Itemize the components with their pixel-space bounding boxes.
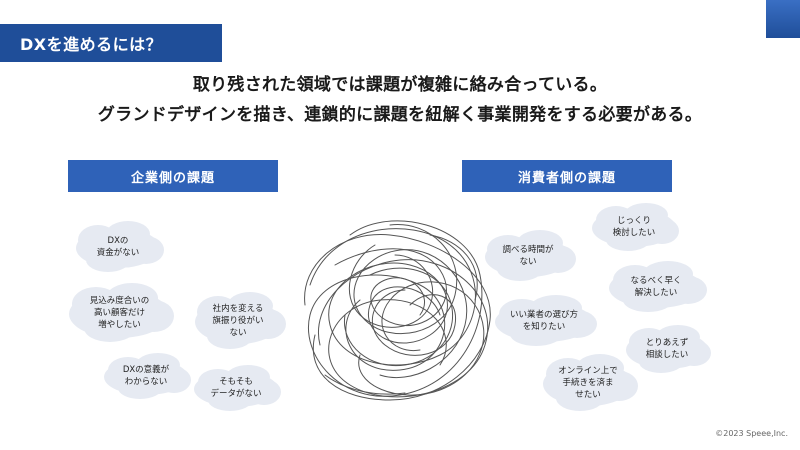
tangled-lines-illustration [304, 220, 491, 401]
cloud-text: DXの意義が わからない [122, 365, 170, 387]
cloud-text: じっくり 検討したい [612, 216, 656, 238]
cloud-text: 見込み度合いの 高い顧客だけ 増やしたい [89, 296, 150, 330]
cloud-no-time: 調べる時間が ない [478, 228, 578, 284]
cloud-choose-vendor: いい業者の選び方 を知りたい [488, 292, 600, 350]
copyright-notice: ©2023 Speee,Inc. [715, 429, 788, 438]
cloud-just-consult: とりあえず 相談したい [620, 322, 714, 376]
slide-title: DXを進めるには？ [0, 24, 222, 62]
cloud-no-data: そもそも データがない [188, 362, 284, 414]
cloud-text: オンライン上で 手続きを済ま せたい [558, 366, 618, 400]
corner-accent [766, 0, 800, 38]
cloud-no-funds: DXの 資金がない [68, 218, 168, 276]
company-issues-header: 企業側の課題 [68, 160, 278, 192]
headline-line-1: 取り残された領域では課題が複雑に絡み合っている。 [192, 75, 608, 95]
cloud-text: 社内を変える 旗振り役がい ない [212, 304, 264, 338]
cloud-careful-review: じっくり 検討したい [586, 200, 682, 254]
consumer-issues-header: 消費者側の課題 [462, 160, 672, 192]
cloud-no-leader: 社内を変える 旗振り役がい ない [188, 290, 288, 352]
cloud-high-prospect: 見込み度合いの 高い顧客だけ 増やしたい [62, 280, 177, 346]
cloud-text: とりあえず 相談したい [645, 338, 689, 360]
cloud-text: そもそも データがない [210, 377, 262, 399]
cloud-text: DXの 資金がない [96, 236, 140, 258]
cloud-text: いい業者の選び方 を知りたい [509, 310, 578, 332]
cloud-online-procedure: オンライン上で 手続きを済ま せたい [536, 352, 640, 414]
cloud-text: なるべく早く 解決したい [630, 276, 682, 298]
headline-line-2: グランドデザインを描き、連鎖的に課題を紐解く事業開発をする必要がある。 [97, 105, 703, 125]
cloud-dx-meaning: DXの意義が わからない [98, 350, 194, 402]
cloud-text: 調べる時間が ない [502, 245, 554, 267]
cloud-quick-solve: なるべく早く 解決したい [602, 258, 710, 316]
